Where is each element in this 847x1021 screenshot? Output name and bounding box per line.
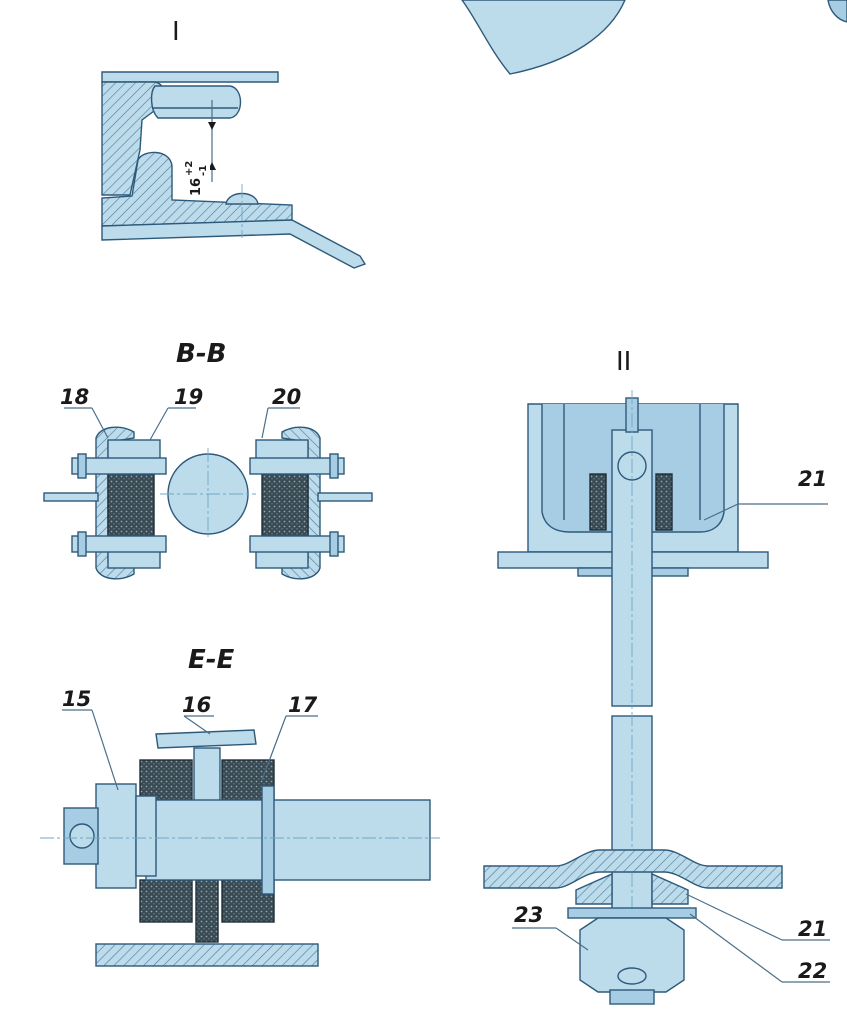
section-bb: B-B 18 19 [43, 339, 373, 580]
callout-18: 18 [60, 385, 89, 409]
dimension-tolerance-lower: -1 [198, 165, 209, 176]
detail-1-title: I [172, 17, 180, 47]
callout-15: 15 [62, 687, 91, 711]
top-flange [155, 729, 257, 749]
left-bolt-top [71, 457, 167, 475]
callout-22: 22 [798, 959, 827, 983]
dimension-arrow-top [208, 122, 216, 130]
callout-21-bottom: 21 [798, 917, 827, 941]
dimension-tolerance-upper: +2 [184, 161, 195, 176]
section-ee-title: E-E [188, 645, 235, 675]
detail-1: I 16 +2 -1 [101, 17, 367, 269]
callout-21-top: 21 [798, 467, 827, 491]
bottom-plate [95, 943, 319, 967]
lower-bracket [101, 151, 293, 227]
rubber-right [655, 473, 673, 531]
top-plate [101, 71, 279, 83]
base-sheet [101, 219, 367, 269]
partial-view-top-right [461, 0, 847, 75]
rivet [225, 192, 259, 205]
callout-20: 20 [272, 385, 301, 409]
section-ee: E-E 15 16 17 [40, 645, 440, 967]
dimension-value: 16 [189, 178, 204, 196]
detail-2: II 21 21 22 [483, 347, 830, 1005]
callout-17: 17 [288, 693, 318, 717]
web-upper [193, 747, 221, 803]
detail-2-title: II [616, 347, 631, 377]
left-rubber-block [107, 467, 155, 541]
nut-23 [579, 917, 685, 993]
nut [95, 783, 137, 889]
rubber-upper-left [139, 759, 193, 801]
shaft [145, 799, 431, 881]
rubber-lower-left [139, 879, 193, 923]
callout-19: 19 [174, 385, 203, 409]
lower-panel [483, 849, 783, 889]
rubber-left [589, 473, 607, 531]
callout-16: 16 [182, 693, 211, 717]
washer [567, 907, 697, 919]
pad [150, 85, 242, 119]
left-rod [43, 492, 99, 502]
section-bb-title: B-B [176, 339, 226, 369]
callout-23: 23 [514, 903, 543, 927]
left-bolt-bottom [71, 535, 167, 553]
